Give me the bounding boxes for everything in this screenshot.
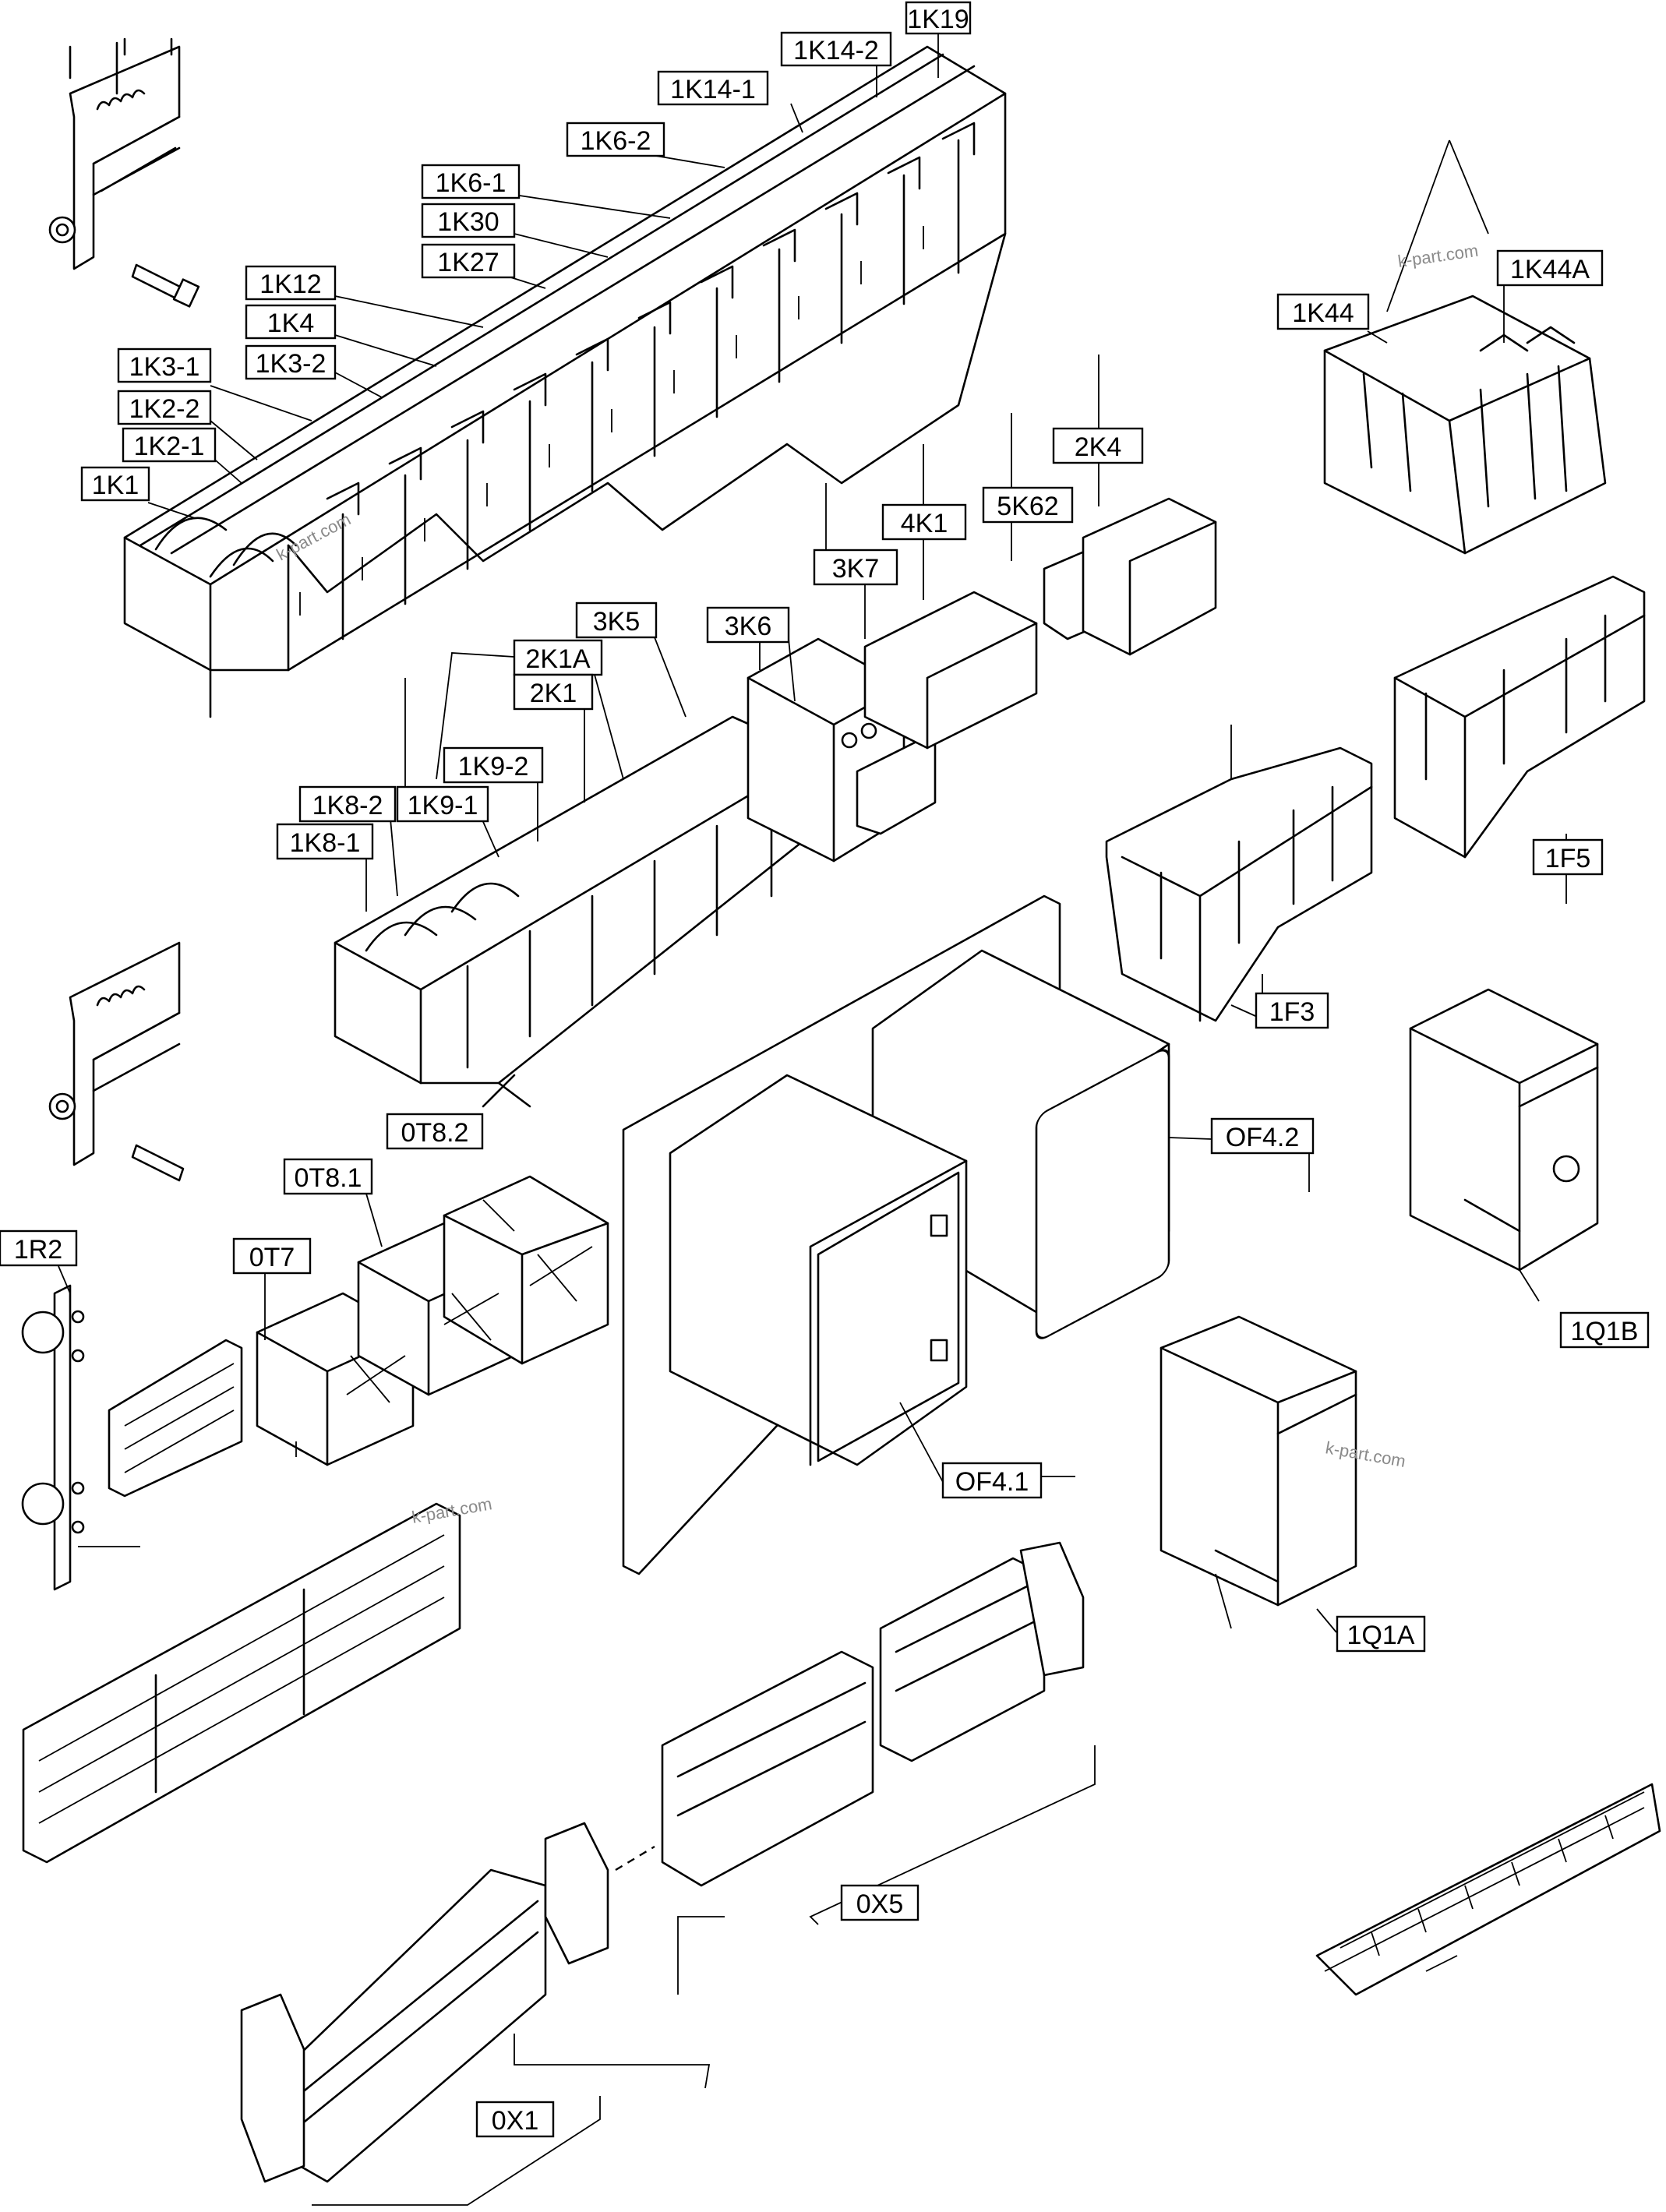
callout-3K6: 3K6 [706,606,790,644]
callout-label: 0X5 [856,1889,904,1919]
terminal-strip-large [22,1502,461,1864]
callout-1K6-1: 1K6-1 [421,164,521,199]
switch-1q1a [1159,1315,1357,1607]
callout-label: 1R2 [14,1235,62,1265]
callout-0X5: 0X5 [840,1884,919,1921]
callout-label: 3K7 [832,554,880,584]
breaker-1f5 [1393,575,1646,859]
breaker-1f3 [1105,746,1373,1022]
callout-2K1A: 2K1A [513,639,603,676]
resistor-rail-1r2 [21,1284,243,1591]
switch-1q1b [1409,988,1599,1272]
callout-1K9-1: 1K9-1 [396,785,489,823]
contactor-rail-middle [334,715,804,1108]
terminal-block-0x1 [240,1822,655,2183]
callout-label: 1K2-2 [129,394,200,424]
callout-label: 1K3-1 [129,352,200,382]
callout-1Q1A: 1Q1A [1336,1615,1426,1653]
callout-1K2-1: 1K2-1 [122,427,217,463]
callout-1K44: 1K44 [1276,293,1370,330]
callout-label: 1K6-1 [436,168,507,198]
callout-3K7: 3K7 [813,549,898,586]
callout-1K27: 1K27 [421,243,516,279]
callout-OF4.1: OF4.1 [941,1462,1043,1499]
mounting-bracket-middle [48,941,185,1182]
callout-label: 0T7 [249,1243,295,1272]
callout-label: 1K19 [907,5,969,34]
callout-1K14-2: 1K14-2 [780,31,892,67]
callout-1R2: 1R2 [0,1229,78,1267]
callout-2K4: 2K4 [1052,427,1144,464]
callout-1F3: 1F3 [1255,992,1329,1029]
callout-1K12: 1K12 [245,265,337,301]
callout-1K14-1: 1K14-1 [657,70,769,106]
cable-duct [1315,1783,1661,1996]
callout-1K30: 1K30 [421,203,516,238]
callout-label: 1K30 [437,207,499,237]
callout-1Q1B: 1Q1B [1559,1311,1650,1349]
callout-label: OF4.2 [1226,1123,1299,1152]
callout-label: 1K44 [1292,298,1354,328]
watermark: k-part.com [1396,241,1479,271]
callout-label: 1K14-2 [793,36,879,65]
callout-label: 2K1A [525,644,590,674]
callout-label: 1F5 [1545,844,1591,873]
relay-cluster [747,497,1217,863]
callout-1K3-2: 1K3-2 [245,344,337,380]
callout-label: 1K12 [259,270,321,299]
callout-0T8.1: 0T8.1 [283,1158,373,1195]
mounting-bracket-top [48,37,200,308]
callout-label: 1K44A [1510,255,1590,284]
enclosure-of4 [622,894,1170,1575]
callout-label: 1K8-2 [312,791,383,820]
callout-1K6-2: 1K6-2 [566,122,665,157]
callout-label: 2K1 [530,679,577,708]
callout-OF4.2: OF4.2 [1210,1117,1315,1155]
callout-label: 5K62 [997,492,1058,521]
contactor-1k44 [1323,295,1607,555]
callout-1K1: 1K1 [80,466,150,502]
transformers [256,1175,609,1466]
callout-label: 0T8.2 [401,1118,469,1148]
callout-5K62: 5K62 [982,486,1074,524]
callout-label: 1F3 [1269,997,1315,1027]
contactor-rail-top [123,45,1007,718]
callout-0X1: 0X1 [475,2101,555,2138]
callout-label: 1K1 [92,471,139,500]
callout-label: 1K6-2 [581,126,651,156]
callout-0T7: 0T7 [232,1237,312,1275]
terminal-block-0x5 [661,1541,1085,1887]
callout-label: 1Q1A [1347,1621,1415,1650]
callout-label: 1K9-1 [408,791,478,820]
callout-label: 4K1 [901,509,948,538]
callout-label: 2K4 [1075,432,1122,462]
callout-label: 1K3-2 [256,349,326,379]
callout-1F5: 1F5 [1532,838,1604,876]
callout-label: 3K5 [593,607,641,637]
callout-0T8.2: 0T8.2 [386,1113,484,1150]
callout-label: 1K2-1 [134,432,205,461]
callout-1K44A: 1K44A [1496,249,1604,287]
callout-label: 0T8.1 [295,1163,362,1193]
callout-1K3-1: 1K3-1 [117,347,212,383]
callout-2K1: 2K1 [513,673,594,711]
callout-label: 3K6 [725,612,772,641]
callout-4K1: 4K1 [881,503,967,541]
callout-label: 1K8-1 [290,828,361,858]
callout-1K8-2: 1K8-2 [298,785,397,823]
callout-label: 1K9-2 [458,752,529,781]
callout-1K19: 1K19 [905,1,972,35]
callout-1K9-2: 1K9-2 [443,746,544,784]
callout-label: 1Q1B [1571,1317,1639,1346]
callout-1K4: 1K4 [245,304,337,340]
callout-1K2-2: 1K2-2 [117,390,212,425]
callout-label: 1K14-1 [670,75,756,104]
callout-label: OF4.1 [955,1467,1029,1497]
callout-label: 1K4 [267,309,315,338]
callout-1K8-1: 1K8-1 [276,823,374,860]
callout-label: 0X1 [492,2106,539,2136]
callout-3K5: 3K5 [575,602,658,639]
callout-label: 1K27 [437,248,499,277]
